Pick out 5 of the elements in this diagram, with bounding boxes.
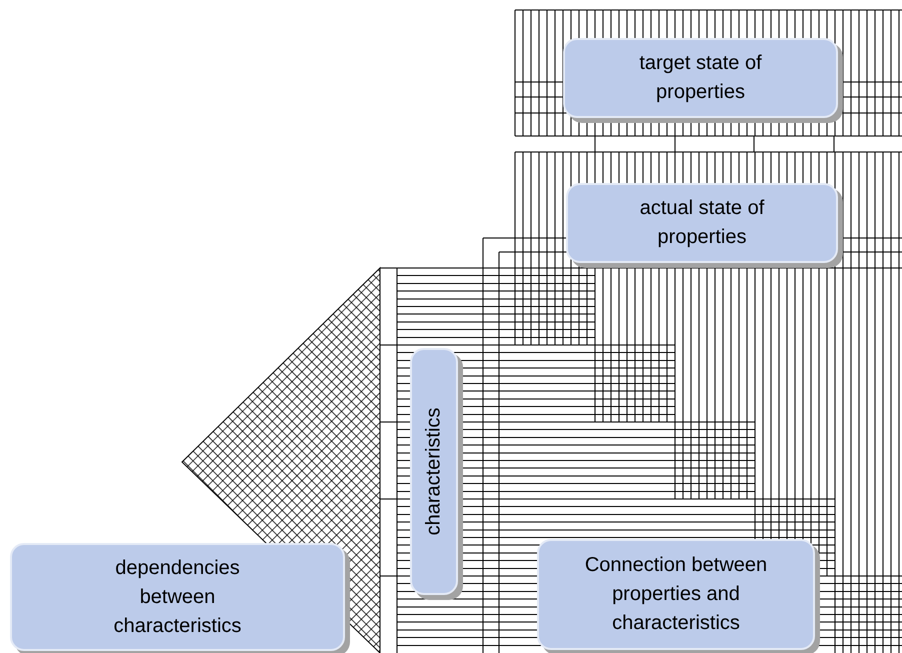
box-label: characteristics	[422, 408, 446, 536]
box-label: target state of properties	[638, 51, 763, 105]
box-label: Connection between properties and characteristics	[584, 553, 768, 636]
box-label: actual state of properties	[638, 196, 766, 250]
box-label: dependencies between characteristics	[112, 556, 242, 638]
